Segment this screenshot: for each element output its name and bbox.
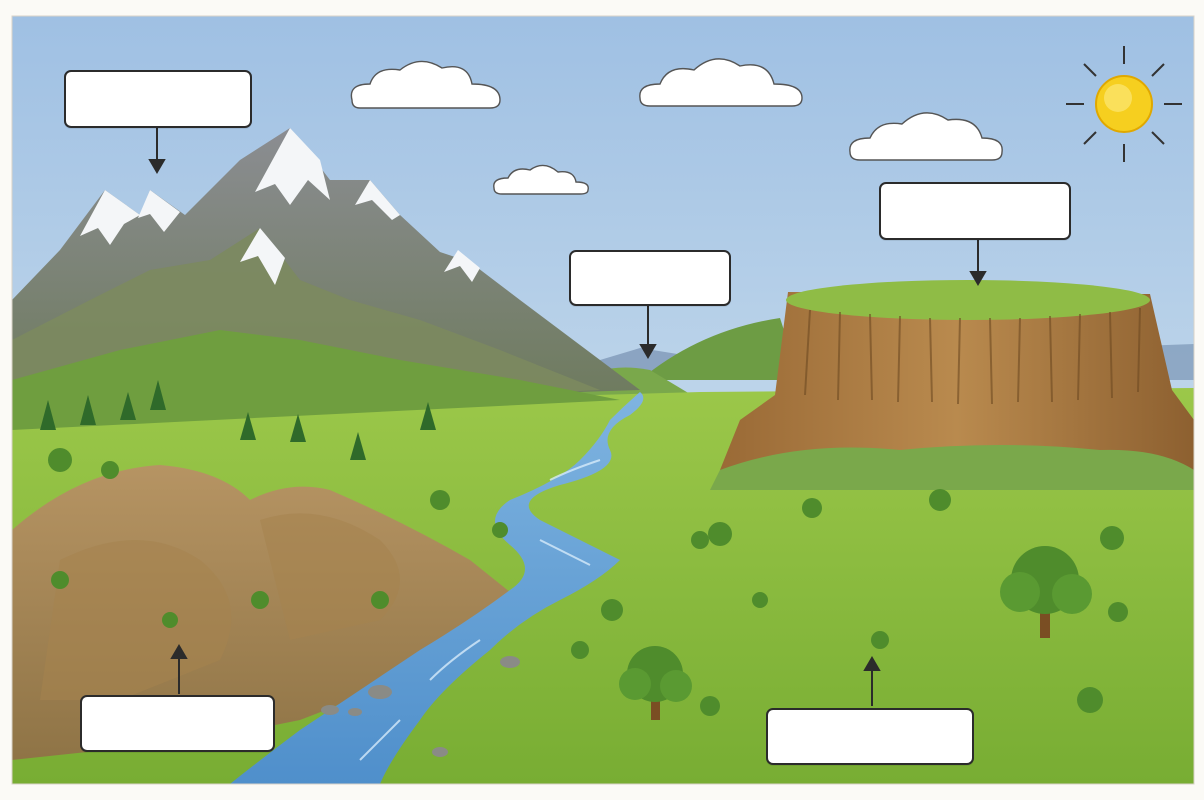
label-box-plateau[interactable] <box>879 182 1071 240</box>
label-box-mountain[interactable] <box>64 70 252 128</box>
label-box-hills[interactable] <box>80 695 275 752</box>
label-box-valley[interactable] <box>569 250 731 306</box>
label-box-plain[interactable] <box>766 708 974 765</box>
